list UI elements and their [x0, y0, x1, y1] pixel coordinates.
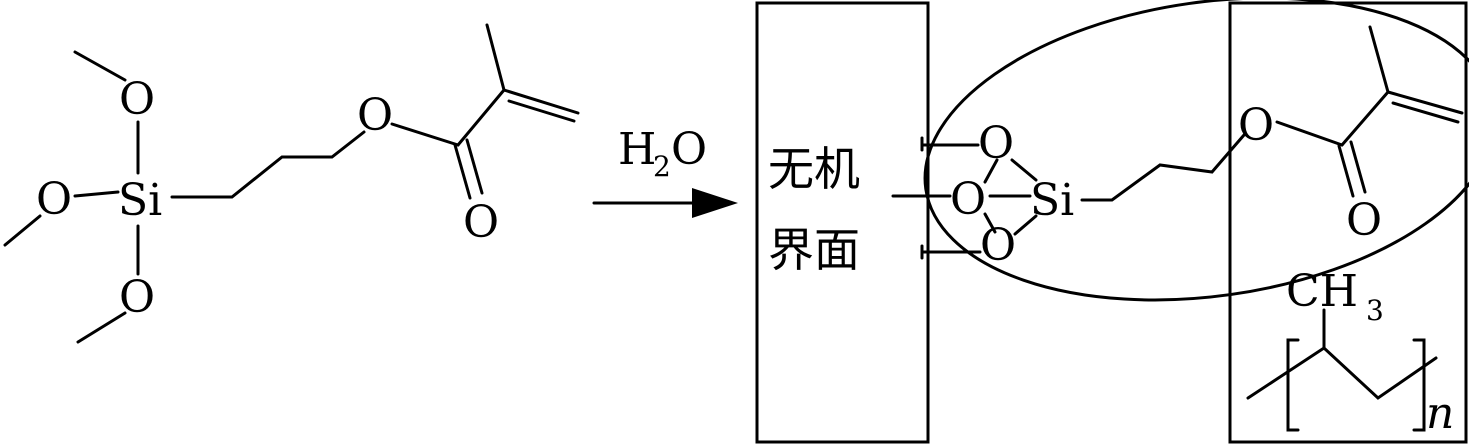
- polymer-box: [1228, 1, 1468, 444]
- vinyl-bond-product-2: [1391, 101, 1460, 124]
- bracket-left: [1286, 338, 1300, 432]
- atom-si: Si: [118, 175, 162, 226]
- interface-label-line1: 无机: [768, 142, 860, 196]
- carbonyl-bond-product-2: [1349, 140, 1367, 194]
- atom-o-carbonyl: O: [463, 197, 499, 248]
- ch3-label: CH: [1286, 266, 1358, 317]
- ester-o-c-bond: [390, 122, 460, 147]
- interface-box: [755, 1, 930, 444]
- propyl-chain-product: [1080, 133, 1246, 202]
- polymer-backbone: [1246, 346, 1438, 400]
- methyl-bond-alpha: [485, 23, 506, 92]
- interface-bond-top: [920, 141, 980, 147]
- methyl-bond-top: [73, 50, 127, 82]
- vinyl-bond-2: [507, 99, 576, 123]
- alpha-bond-product: [1340, 90, 1390, 147]
- methyl-bond-product: [1368, 25, 1390, 94]
- polymer-repeat-unit: CH 3 n: [1246, 266, 1454, 439]
- arrow-label-h: H: [618, 124, 656, 175]
- vinyl-bond-product-1: [1386, 90, 1464, 115]
- atom-o-mid-product: O: [950, 174, 986, 225]
- methyl-bond-bottom: [76, 311, 127, 344]
- o-o-bond-upper: [983, 158, 999, 184]
- repeat-n-label: n: [1426, 388, 1454, 439]
- o-si-bond-top: [1010, 158, 1038, 182]
- alpha-carbon-bond: [456, 88, 506, 147]
- ch3-subscript: 3: [1366, 294, 1384, 327]
- o-si-bond-bottom: [1013, 214, 1038, 236]
- o-o-bond-lower: [983, 212, 997, 234]
- bracket-right: [1412, 338, 1426, 432]
- reaction-arrow: H 2 O: [592, 124, 738, 218]
- vinyl-bond-1: [502, 88, 580, 115]
- atom-o-top: O: [119, 74, 155, 125]
- atom-o-ester-product: O: [1238, 100, 1274, 151]
- carbonyl-bond-2: [465, 138, 484, 195]
- carbonyl-bond-1: [453, 143, 472, 200]
- highlight-ellipse: [923, 0, 1469, 302]
- atom-o-left: O: [36, 174, 72, 225]
- interface-label-line2: 界面: [768, 223, 860, 277]
- carbonyl-bond-product-1: [1337, 144, 1355, 198]
- arrow-head: [692, 188, 738, 218]
- atom-o-bottom-product: O: [980, 220, 1016, 271]
- arrow-label-o: O: [671, 124, 707, 175]
- atom-o-bottom: O: [119, 272, 155, 323]
- atom-si-product: Si: [1030, 175, 1074, 226]
- arrow-label-sub: 2: [653, 150, 671, 183]
- methyl-bond-left: [3, 214, 42, 247]
- atom-o-top-product: O: [978, 118, 1014, 169]
- reactant-molecule: O O Si O O O: [3, 23, 580, 344]
- coupling-agent: O O O Si O O: [891, 0, 1469, 302]
- inorganic-interface: 无机 界面: [755, 1, 930, 444]
- atom-o-ester: O: [357, 90, 393, 141]
- atom-o-carbonyl-product: O: [1346, 195, 1382, 246]
- si-o-bond-left: [73, 190, 120, 198]
- ester-bond-product: [1275, 120, 1344, 147]
- propyl-chain: [170, 130, 366, 199]
